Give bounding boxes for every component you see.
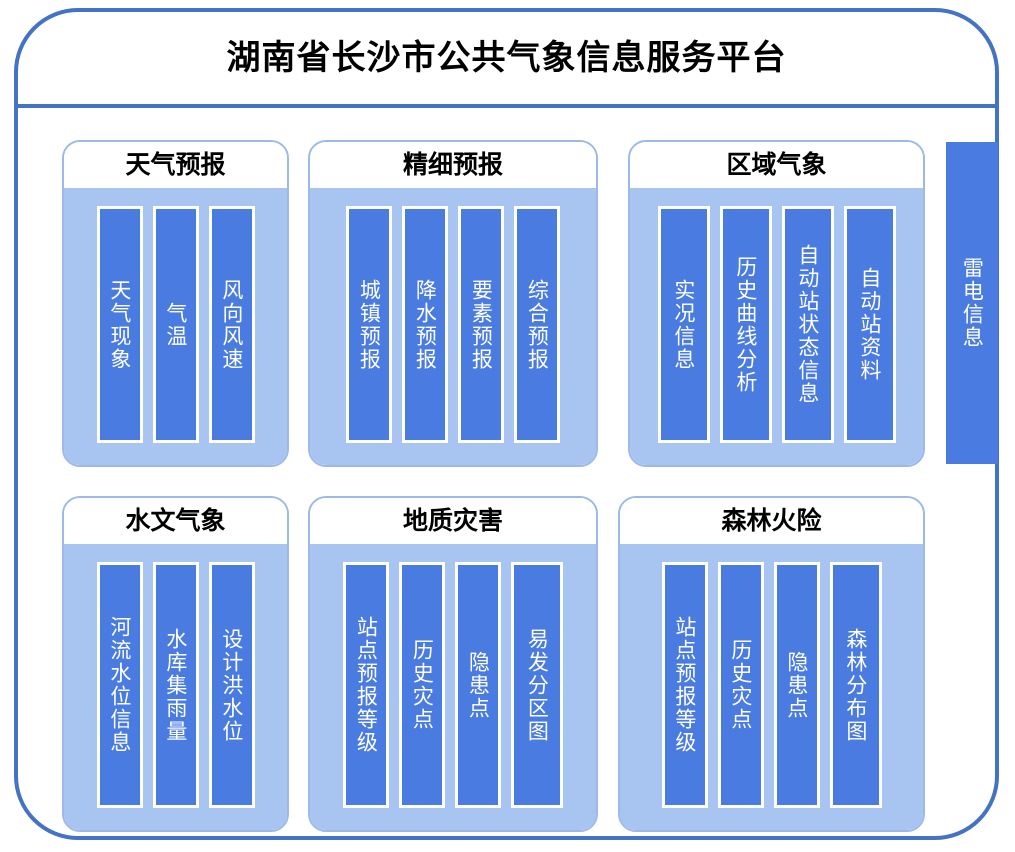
group-body: 实况信息 历史曲线分析 自动站状态信息 自动站资料 (630, 188, 923, 465)
page-title: 湖南省长沙市公共气象信息服务平台 (226, 38, 787, 78)
module-item[interactable]: 实况信息 (657, 206, 710, 443)
platform-frame: 湖南省长沙市公共气象信息服务平台 天气预报 天气现象 气温 风向风速 精细预报 … (14, 8, 999, 840)
module-item[interactable]: 气温 (152, 206, 199, 443)
group-regional-meteorology[interactable]: 区域气象 实况信息 历史曲线分析 自动站状态信息 自动站资料 (628, 140, 925, 467)
group-title: 水文气象 (64, 498, 287, 544)
module-item[interactable]: 自动站状态信息 (781, 206, 834, 443)
group-fine-forecast[interactable]: 精细预报 城镇预报 降水预报 要素预报 综合预报 (308, 140, 598, 467)
group-body: 站点预报等级 历史灾点 隐患点 森林分布图 (620, 544, 923, 830)
module-item[interactable]: 森林分布图 (829, 562, 882, 808)
module-item-thunder-info[interactable]: 雷电信息 (946, 142, 998, 464)
module-item[interactable]: 隐患点 (455, 562, 501, 808)
module-item[interactable]: 风向风速 (208, 206, 255, 443)
module-item[interactable]: 自动站资料 (843, 206, 896, 443)
module-item[interactable]: 综合预报 (514, 206, 560, 443)
module-item[interactable]: 设计洪水位 (208, 562, 255, 808)
module-item[interactable]: 历史灾点 (399, 562, 445, 808)
group-weather-forecast[interactable]: 天气预报 天气现象 气温 风向风速 (62, 140, 289, 467)
module-item[interactable]: 天气现象 (96, 206, 143, 443)
group-hydrometeorology[interactable]: 水文气象 河流水位信息 水库集雨量 设计洪水位 (62, 496, 289, 832)
module-item[interactable]: 历史曲线分析 (719, 206, 772, 443)
module-item[interactable]: 隐患点 (773, 562, 820, 808)
group-body: 天气现象 气温 风向风速 (64, 188, 287, 465)
module-item[interactable]: 水库集雨量 (152, 562, 199, 808)
module-item[interactable]: 河流水位信息 (96, 562, 143, 808)
group-title: 精细预报 (310, 142, 596, 188)
group-title: 地质灾害 (310, 498, 596, 544)
module-item[interactable]: 降水预报 (402, 206, 448, 443)
module-item[interactable]: 城镇预报 (346, 206, 392, 443)
module-item[interactable]: 站点预报等级 (343, 562, 389, 808)
module-item[interactable]: 历史灾点 (717, 562, 764, 808)
module-item[interactable]: 要素预报 (458, 206, 504, 443)
group-body: 城镇预报 降水预报 要素预报 综合预报 (310, 188, 596, 465)
group-title: 森林火险 (620, 498, 923, 544)
module-item[interactable]: 站点预报等级 (661, 562, 708, 808)
title-divider (14, 104, 999, 108)
group-forest-fire-risk[interactable]: 森林火险 站点预报等级 历史灾点 隐患点 森林分布图 (618, 496, 925, 832)
group-title: 区域气象 (630, 142, 923, 188)
group-title: 天气预报 (64, 142, 287, 188)
group-geological-hazard[interactable]: 地质灾害 站点预报等级 历史灾点 隐患点 易发分区图 (308, 496, 598, 832)
group-body: 河流水位信息 水库集雨量 设计洪水位 (64, 544, 287, 830)
module-item[interactable]: 易发分区图 (511, 562, 563, 808)
group-body: 站点预报等级 历史灾点 隐患点 易发分区图 (310, 544, 596, 830)
